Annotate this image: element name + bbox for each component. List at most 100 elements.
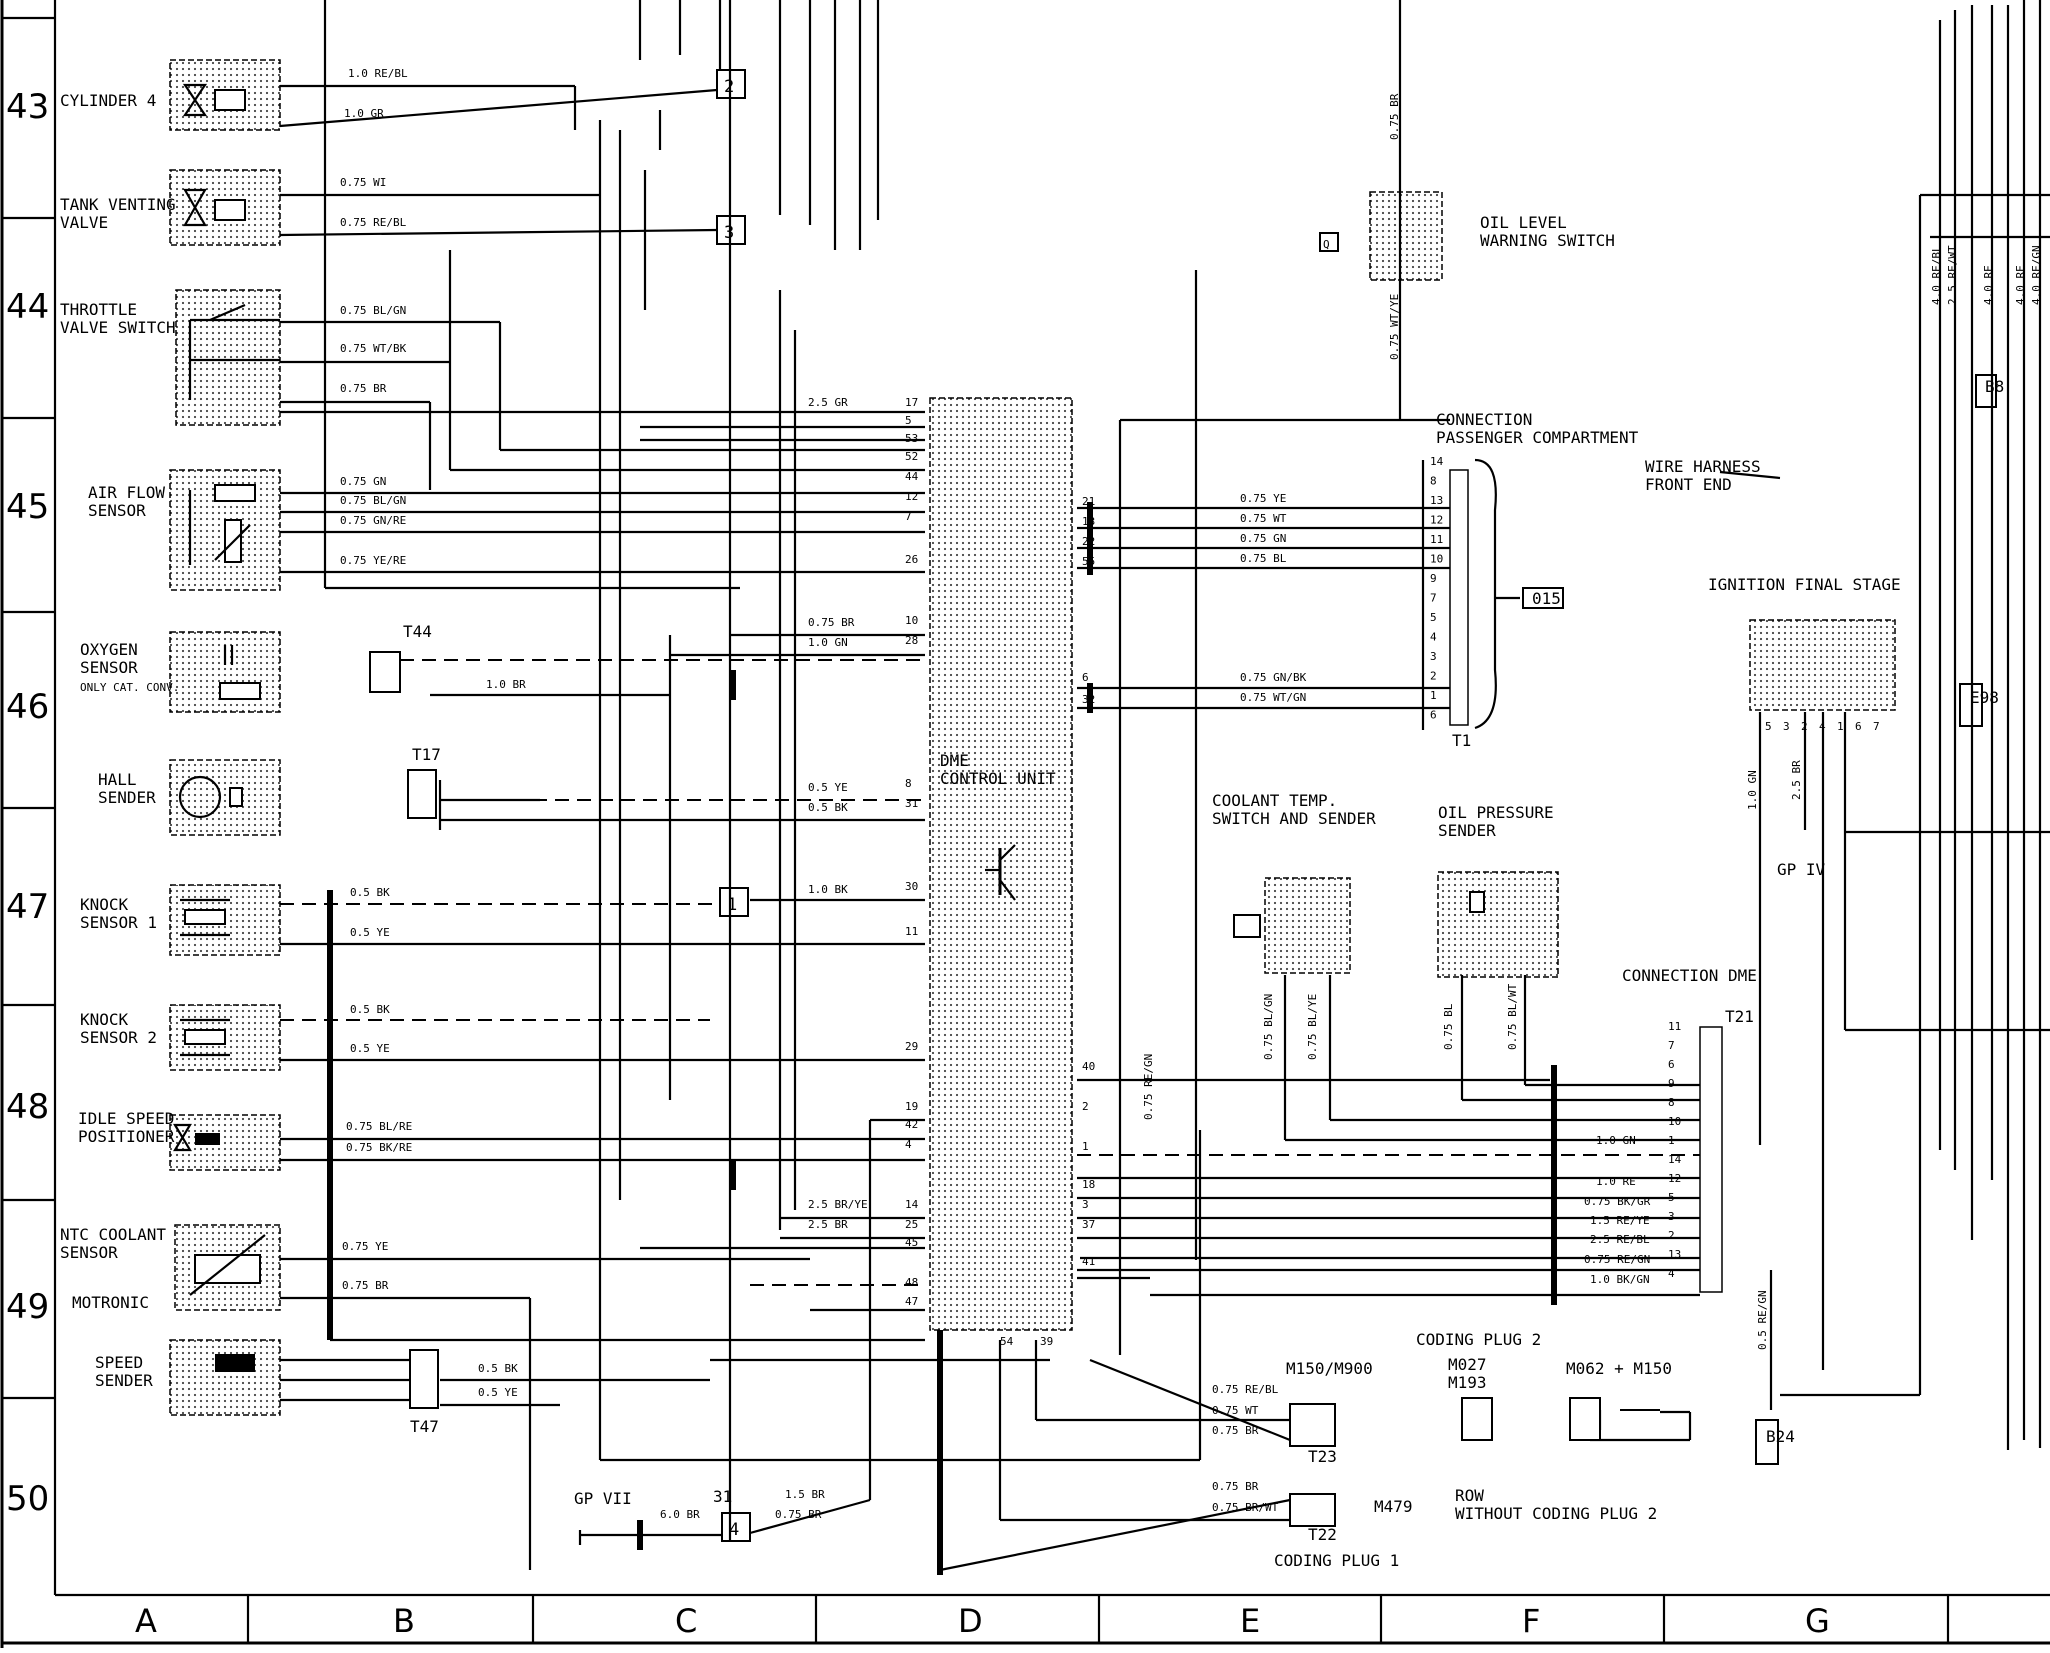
coolant-temp-sender-box <box>1264 877 1351 974</box>
wire-label: 0.5 YE <box>350 1042 390 1055</box>
row-number-44: 44 <box>6 287 49 327</box>
wire-label: 0.75 BR <box>340 382 387 395</box>
wire-labels: 1.0 RE/BL1.0 GR0.75 WI0.75 RE/BL0.75 BL/… <box>340 67 1651 1521</box>
ref-label: T47 <box>410 1417 439 1436</box>
hall-sender <box>169 759 281 836</box>
wire-label-vertical: 1.0 GN <box>1746 770 1759 810</box>
dme-pin-left: 19 <box>905 1100 918 1113</box>
wire-label: 0.75 BR <box>775 1508 822 1521</box>
wire-label: 0.75 WI <box>340 176 386 189</box>
ignition-pin: 7 <box>1873 720 1880 733</box>
ref-label: E98 <box>1970 688 1999 707</box>
dme-pin-left: 5 <box>905 414 912 427</box>
wire-label: 0.75 BK/RE <box>346 1141 412 1154</box>
oilpress-label: OIL PRESSURE <box>1438 803 1554 822</box>
column-letter-B: B <box>393 1602 415 1640</box>
wire-label: 1.0 BK/GN <box>1590 1273 1650 1286</box>
t1-pin: 6 <box>1430 709 1437 722</box>
splice-4: 4 <box>721 1512 751 1542</box>
ref-label: M193 <box>1448 1373 1487 1392</box>
wire-label: 0.75 BR/WT <box>1212 1501 1279 1514</box>
wire-label: 0.5 BK <box>350 886 390 899</box>
wire-label: 1.0 GR <box>344 107 384 120</box>
dme-pin-right: 37 <box>1082 1218 1095 1231</box>
wire-label-vertical: 0.75 BL/WT <box>1506 983 1519 1050</box>
t1-pin: 3 <box>1430 650 1437 663</box>
wire-label: 0.75 BL/GN <box>340 304 406 317</box>
ntc-label: SENSOR <box>60 1243 118 1262</box>
ref-label: T44 <box>403 622 432 641</box>
connector-t22 <box>1289 1493 1336 1527</box>
t21-pin: 6 <box>1668 1058 1675 1071</box>
connector-t21 <box>1699 1026 1723 1293</box>
knock1-label: SENSOR 1 <box>80 913 157 932</box>
wire-label: 1.5 BR <box>785 1488 825 1501</box>
connector-m062-m150 <box>1569 1397 1601 1441</box>
ref-label: T21 <box>1725 1007 1754 1026</box>
wires <box>279 0 2050 1575</box>
throttle-label: VALVE SWITCH <box>60 318 176 337</box>
speed-sender <box>169 1339 281 1416</box>
dme-pin-left: 7 <box>905 510 912 523</box>
dme-pin-bottom: 54 <box>1000 1335 1014 1348</box>
wire-label: 0.75 BL/RE <box>346 1120 412 1133</box>
coding2-label: CODING PLUG 2 <box>1416 1330 1541 1349</box>
wire-label: 2.5 BR/YE <box>808 1198 868 1211</box>
airflow-label: SENSOR <box>88 501 146 520</box>
ignition-label: IGNITION FINAL STAGE <box>1708 575 1901 594</box>
splice-4-label: 4 <box>729 1520 739 1540</box>
coolant-label: SWITCH AND SENDER <box>1212 809 1376 828</box>
row-label: ROW <box>1455 1486 1484 1505</box>
t21-pin: 3 <box>1668 1210 1675 1223</box>
dme-pin-left: 8 <box>905 777 912 790</box>
oillevel-label: OIL LEVEL <box>1480 213 1567 232</box>
wire-label: 0.75 GN/RE <box>340 514 406 527</box>
dme-label: CONTROL UNIT <box>940 769 1056 788</box>
wire-label: 1.0 GN <box>808 636 848 649</box>
connpass-label: PASSENGER COMPARTMENT <box>1436 428 1639 447</box>
oxygen-label: OXYGEN <box>80 640 138 659</box>
ref-label: GP VII <box>574 1489 632 1508</box>
ignition-pin: 5 <box>1765 720 1772 733</box>
wire-label: 0.5 BK <box>350 1003 390 1016</box>
wire-label-vertical: 4.0 RE/GN <box>2030 245 2043 305</box>
ref-label: T17 <box>412 745 441 764</box>
dme-pin-bottom: 39 <box>1040 1335 1053 1348</box>
connector-t1 <box>1449 469 1469 726</box>
wire-label-vertical: 4.0 RE <box>2014 265 2027 305</box>
wire-label: 2.5 RE/BL <box>1590 1233 1650 1246</box>
t21-pin: 5 <box>1668 1191 1675 1204</box>
ignition-pin: 4 <box>1819 720 1826 733</box>
speed-label: SENDER <box>95 1371 153 1390</box>
dme-pin-left: 52 <box>905 450 918 463</box>
t1-pin: 8 <box>1430 475 1437 488</box>
row-number-49: 49 <box>6 1287 49 1327</box>
t1-pin: 2 <box>1430 670 1437 683</box>
connpass-label: CONNECTION <box>1436 410 1532 429</box>
sensor-symbols <box>173 83 280 1372</box>
dme-pin-left: 30 <box>905 880 918 893</box>
idle-label: IDLE SPEED <box>78 1109 174 1128</box>
column-letter-A: A <box>135 1602 157 1640</box>
oil-pressure-element <box>1469 891 1485 913</box>
wire-label-vertical: 0.75 BL/GN <box>1262 994 1275 1060</box>
wire-label: 1.5 RE/YE <box>1590 1214 1650 1227</box>
wire-label: 0.5 BK <box>478 1362 518 1375</box>
wire-label: 0.75 BR <box>342 1279 389 1292</box>
knock2-label: KNOCK <box>80 1010 129 1029</box>
dme-pin-right: 13 <box>1082 515 1095 528</box>
tank-label: VALVE <box>60 213 108 232</box>
row-number-50: 50 <box>6 1479 49 1519</box>
wire-label: 1.0 GN <box>1596 1134 1636 1147</box>
connector-coding-plug-2 <box>1461 1397 1493 1441</box>
dme-pin-right: 1 <box>1082 1140 1089 1153</box>
t1-pin: 11 <box>1430 533 1443 546</box>
t1-pin: 4 <box>1430 631 1437 644</box>
t1-pin: 9 <box>1430 572 1437 585</box>
t21-pin: 7 <box>1668 1039 1675 1052</box>
wire-label: 0.75 WT <box>1212 1404 1259 1417</box>
wire-label: 0.5 YE <box>350 926 390 939</box>
